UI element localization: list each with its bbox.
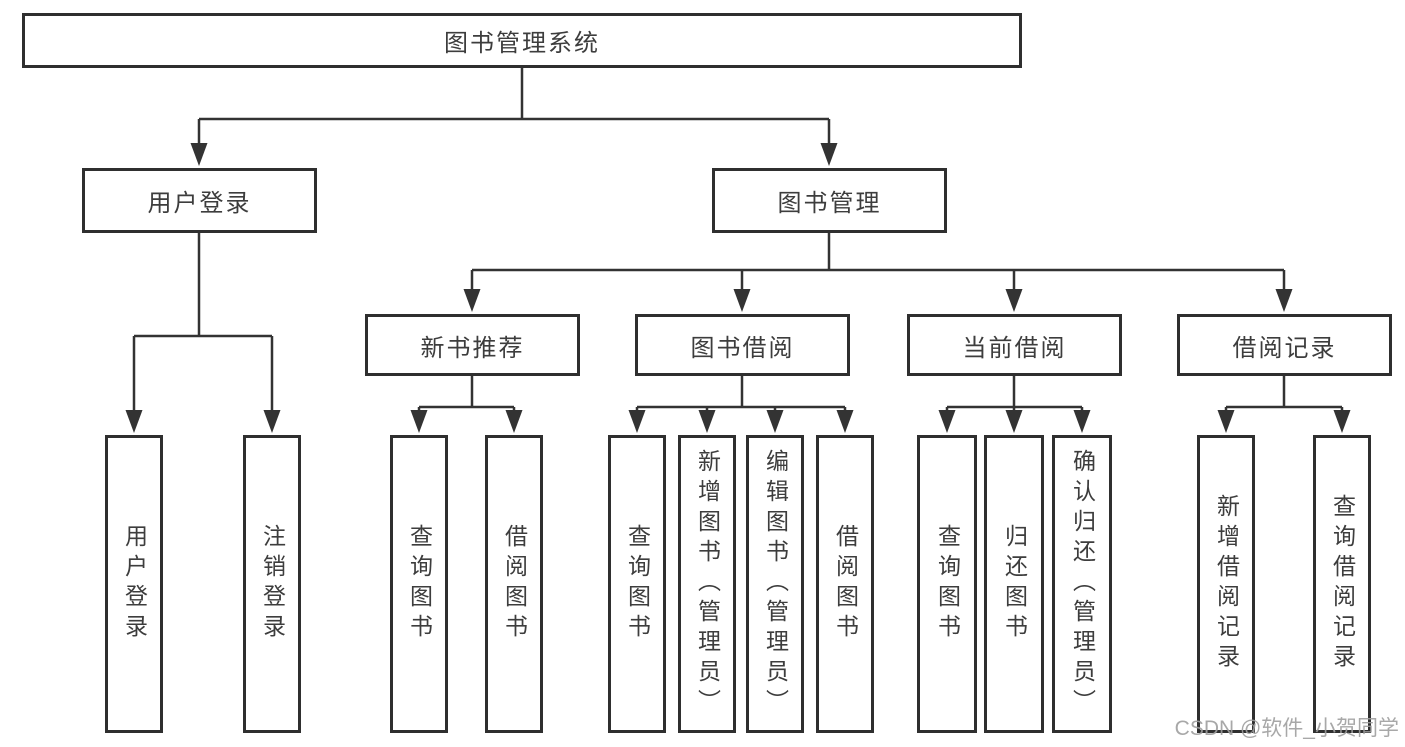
- csdn-watermark: CSDN @软件_小贺同学: [1174, 717, 1399, 740]
- leaf-query-borrow-record: 查询借阅记录: [1313, 435, 1371, 733]
- node-book-borrowing: 图书借阅: [635, 314, 850, 376]
- node-label: 新书推荐: [420, 334, 525, 362]
- node-label: 注销登录: [259, 524, 286, 644]
- node-label: 用户登录: [147, 190, 252, 217]
- leaf-edit-books-admin: 编辑图书（管理员）: [746, 435, 804, 733]
- node-user-login: 用户登录: [82, 168, 317, 233]
- node-label: 归还图书: [1001, 524, 1028, 644]
- leaf-add-books-admin: 新增图书（管理员）: [678, 435, 736, 733]
- node-label: 新增借阅记录: [1213, 494, 1240, 674]
- node-library-management-system: 图书管理系统: [22, 13, 1022, 68]
- node-borrowing-records: 借阅记录: [1177, 314, 1392, 376]
- leaf-confirm-return-admin: 确认归还（管理员）: [1052, 435, 1112, 733]
- leaf-borrow-books: 借阅图书: [816, 435, 874, 733]
- node-label: 当前借阅: [962, 334, 1067, 362]
- node-label: 新增图书（管理员）: [694, 449, 721, 719]
- node-label: 查询图书: [406, 524, 433, 644]
- node-label: 确认归还（管理员）: [1069, 449, 1096, 719]
- node-label: 查询图书: [624, 524, 651, 644]
- leaf-query-books-recommend: 查询图书: [390, 435, 448, 733]
- node-label: 查询图书: [934, 524, 961, 644]
- node-label: 图书管理: [777, 190, 882, 217]
- node-book-management: 图书管理: [712, 168, 947, 233]
- node-current-borrowing: 当前借阅: [907, 314, 1122, 376]
- node-label: 借阅记录: [1232, 334, 1337, 362]
- node-label: 图书借阅: [690, 334, 795, 362]
- leaf-logout: 注销登录: [243, 435, 301, 733]
- leaf-borrow-books-recommend: 借阅图书: [485, 435, 543, 733]
- leaf-return-books: 归还图书: [984, 435, 1044, 733]
- leaf-query-books-current: 查询图书: [917, 435, 977, 733]
- arrowheads: [125, 143, 1351, 433]
- node-label: 图书管理系统: [444, 30, 600, 57]
- leaf-query-books-borrow: 查询图书: [608, 435, 666, 733]
- node-label: 编辑图书（管理员）: [762, 449, 789, 719]
- leaf-add-borrow-record: 新增借阅记录: [1197, 435, 1255, 733]
- node-label: 借阅图书: [501, 524, 528, 644]
- node-label: 借阅图书: [832, 524, 859, 644]
- node-new-book-recommendation: 新书推荐: [365, 314, 580, 376]
- node-label: 查询借阅记录: [1329, 494, 1356, 674]
- leaf-user-login: 用户登录: [105, 435, 163, 733]
- node-label: 用户登录: [121, 524, 148, 644]
